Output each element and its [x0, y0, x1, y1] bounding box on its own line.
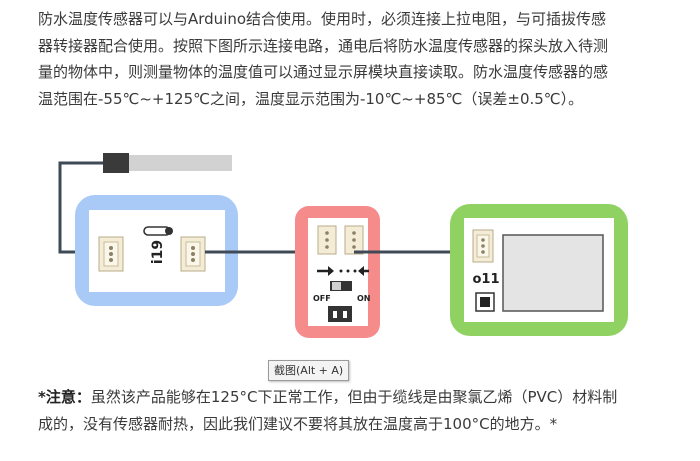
display-button[interactable] — [475, 292, 495, 312]
adapter-connector-right — [180, 236, 206, 272]
intro-line: 温范围在-55℃~+125℃之间，温度显示范围为-10℃~+85℃（误差±0.5… — [38, 89, 584, 108]
screenshot-tooltip: 截图(Alt + A) — [268, 360, 350, 381]
note-paragraph: *注意：虽然该产品能够在125°C下正常工作，但由于缆线是由聚氯乙烯（PVC）材… — [38, 384, 658, 437]
display-label: o11 — [472, 272, 499, 287]
switch-off-label: OFF — [313, 294, 331, 303]
dots-icon — [339, 269, 357, 273]
intro-line: 量的物体中，则测量物体的温度值可以通过显示屏模块直接读取。防水温度传感器的感 — [38, 63, 609, 81]
switch-on-label: ON — [357, 294, 371, 303]
adapter-label: i19 — [150, 240, 166, 264]
wiring-diagram: i19 OFF ON — [58, 153, 628, 338]
intro-line: 器转接器配合使用。按照下图所示连接电路，通电后将防水温度传感器的探头放入待测 — [38, 36, 609, 55]
probe-head — [103, 153, 129, 173]
probe-cable — [128, 155, 232, 171]
switch-connector-left — [317, 225, 337, 255]
slide-switch[interactable] — [330, 281, 352, 291]
note-text: 虽然该产品能够在125°C下正常工作，但由于缆线是由聚氯乙烯（PVC）材料制 — [90, 388, 618, 406]
intro-paragraph: 防水温度传感器可以与Arduino结合使用。使用时，必须连接上拉电阻，与可插拔传… — [38, 6, 658, 112]
note-line: *注意：虽然该产品能够在125°C下正常工作，但由于缆线是由聚氯乙烯（PVC）材… — [38, 384, 658, 411]
display-connector — [472, 229, 494, 263]
display-screen — [502, 234, 604, 312]
arrow-left-icon — [358, 266, 369, 276]
arrow-right-icon — [317, 266, 334, 276]
adapter-connector-left — [98, 236, 124, 272]
switch-connector-right — [344, 225, 364, 255]
intro-line: 防水温度传感器可以与Arduino结合使用。使用时，必须连接上拉电阻，与可插拔传… — [38, 10, 607, 28]
power-connector — [328, 306, 352, 322]
note-line: 成的，没有传感器耐热，因此我们建议不要将其放在温度高于100°C的地方。* — [38, 414, 558, 433]
note-prefix: *注意： — [38, 388, 91, 406]
thermometer-icon — [143, 226, 173, 236]
